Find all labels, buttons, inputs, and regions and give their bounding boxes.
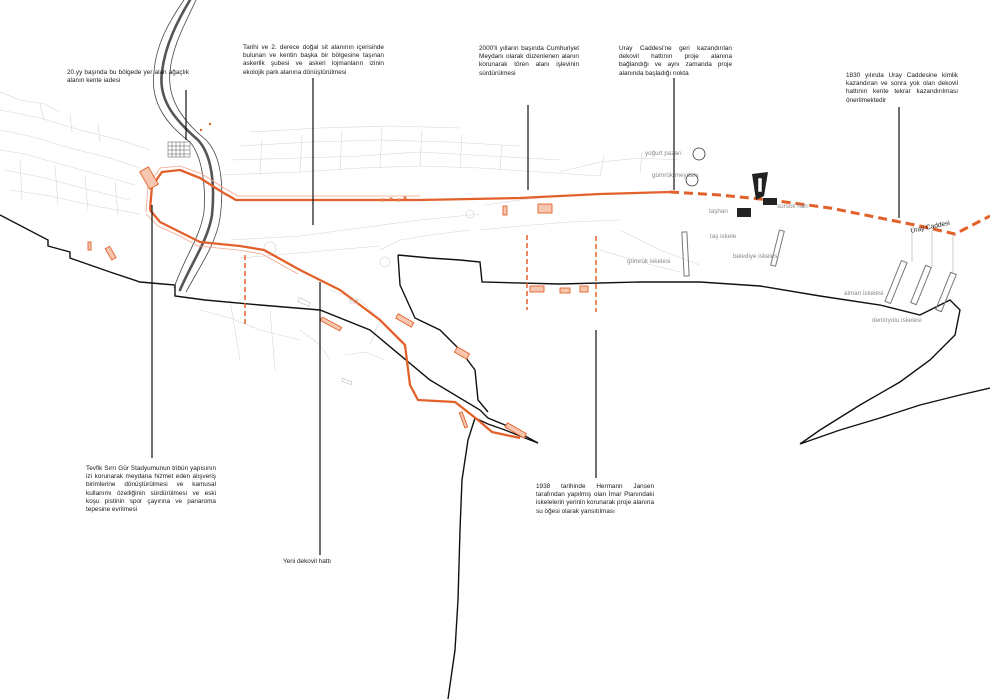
market-circles [685,147,706,187]
coastline [0,214,990,699]
label-demiryolu-iskelesi: demiryolu iskelesi [872,317,922,324]
building-traces [297,297,359,385]
orange-blocks [87,166,589,439]
annotation-new-line: Yeni dekovil hattı [283,558,332,565]
accent-dots [199,122,212,132]
tree-grove [167,141,191,158]
piers [681,229,957,313]
coastal-highway [160,0,215,292]
uray-dekovil-dashed [669,190,990,236]
label-gumruk-meydani: gümrük meydanı [652,172,699,179]
label-belediye-iskelesi: belediye iskelesi [733,253,779,260]
label-gumruk-iskelesi: gümrük iskelesi [627,258,671,265]
annotation-uray-start: Uray Caddesi'ne geri kazandırılan dekovi… [619,45,732,77]
annotation-jansen: 1938 tarihinde Hermann Jansen tarafından… [536,483,654,515]
landmark-outline [757,177,763,193]
annotation-uray-1830: 1830 yılında Uray Caddesine kimlik kazan… [846,72,958,104]
label-sursok-han: sursok han [777,203,808,210]
new-decauville-line [148,168,671,440]
annotation-military-park: Tarihi ve 2. derece doğal sit alanının i… [243,44,384,76]
pier-leaders [911,226,954,272]
label-tas-iskele: taş iskele [710,233,737,240]
pier-traces [244,235,597,325]
annotation-tree-area: 20.yy başında bu bölgede yer alan ağaçlı… [67,69,189,85]
urban-fabric [0,91,701,371]
label-alman-iskelesi: alman iskelesi [844,290,884,297]
label-tashan: taşhan [709,208,728,215]
label-yogurt-pazari: yoğurt pazarı [645,150,682,157]
annotation-stadium: Tevfik Sırrı Gür Stadyumunun tribün yapı… [86,465,216,514]
leader-lines [151,78,900,555]
annotation-cumhuriyet-square: 2000'li yılların başında Cumhuriyet Meyd… [479,45,579,77]
landmark-buildings [737,172,777,217]
